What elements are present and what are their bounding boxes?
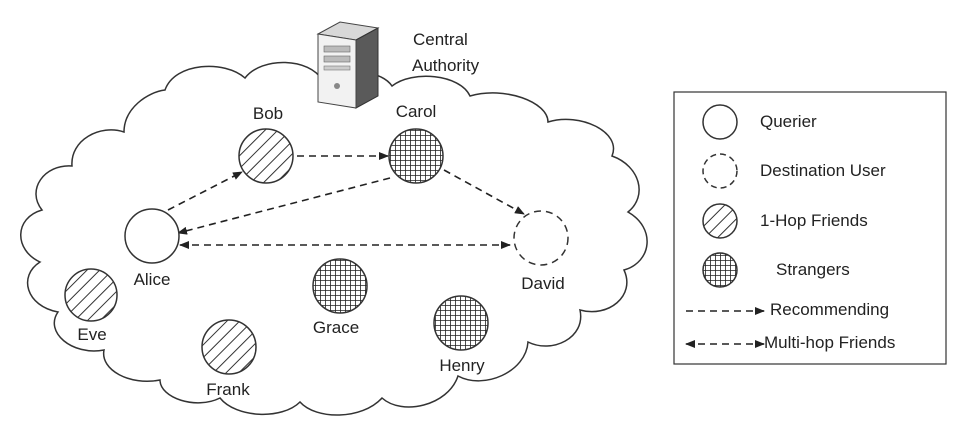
network-cloud	[20, 61, 648, 416]
legend-box	[673, 91, 947, 365]
legend-destination-label: Destination User	[760, 161, 886, 180]
label-bob: Bob	[252, 104, 284, 123]
legend-recommending-label: Recommending	[770, 300, 890, 319]
legend-destination-symbol	[702, 153, 738, 189]
node-grace	[312, 258, 368, 314]
legend-one-hop-label: 1-Hop Friends	[760, 211, 868, 230]
edge-carol-david	[443, 169, 525, 215]
server-icon	[316, 21, 380, 109]
label-frank: Frank	[206, 380, 250, 399]
legend-querier-label: Querier	[760, 112, 817, 131]
edge-alice-bob	[167, 171, 243, 211]
label-david: David	[521, 274, 565, 293]
node-carol	[388, 128, 444, 184]
label-eve: Eve	[77, 325, 107, 344]
label-henry: Henry	[439, 356, 485, 375]
label-carol: Carol	[395, 102, 437, 121]
legend-strangers-label: Strangers	[776, 260, 850, 279]
legend-strangers-symbol	[702, 252, 738, 288]
edge-carol-alice	[177, 177, 391, 235]
edges	[167, 152, 525, 249]
central-authority-label-line1: Central	[413, 30, 468, 49]
node-henry	[433, 295, 489, 351]
central-authority-label-line2: Authority	[412, 56, 480, 75]
label-alice: Alice	[133, 270, 171, 289]
legend-one-hop-symbol	[702, 203, 738, 239]
node-david	[513, 210, 569, 266]
legend-multi-hop-label: Multi-hop Friends	[764, 333, 896, 352]
node-bob	[238, 128, 294, 184]
node-alice	[124, 208, 180, 264]
node-eve	[64, 268, 118, 322]
label-grace: Grace	[312, 318, 360, 337]
legend-querier-symbol	[702, 104, 738, 140]
node-frank	[201, 319, 257, 375]
